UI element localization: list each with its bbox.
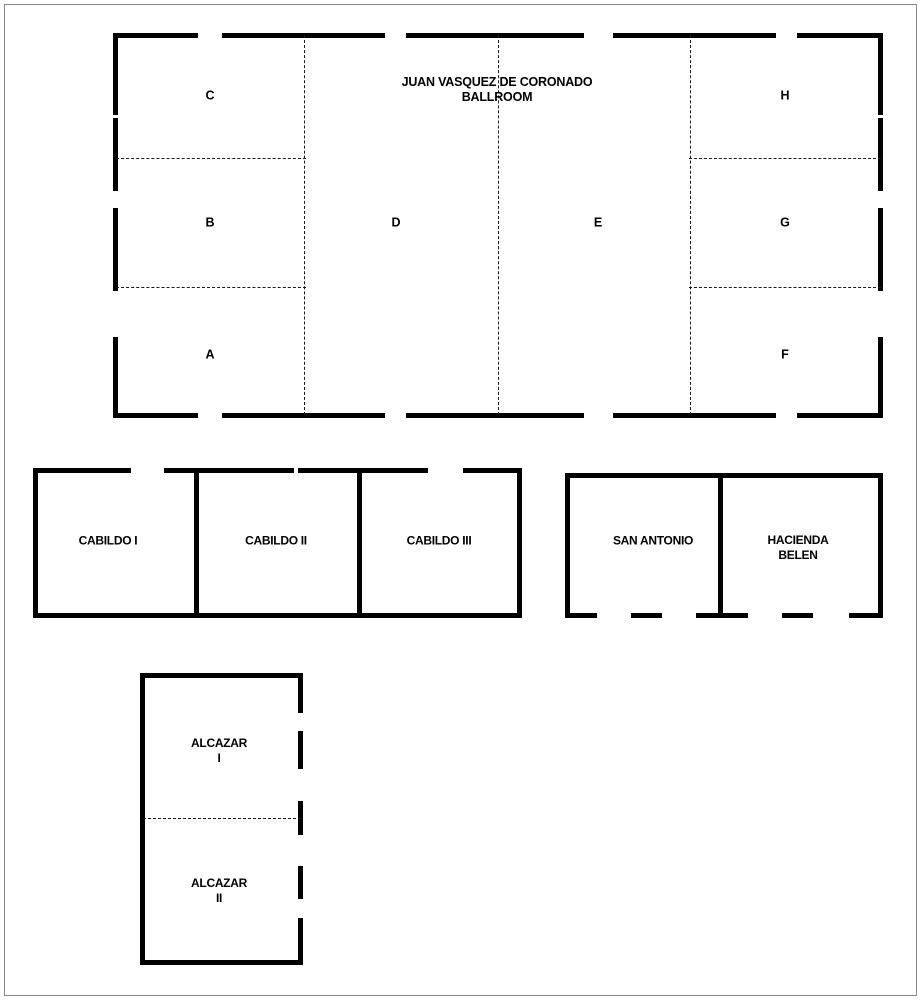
- alcazar-top-wall: [140, 673, 303, 678]
- ballroom-bottom-wall-segment-4: [613, 413, 776, 418]
- ballroom-right-wall-segment-4: [878, 337, 883, 418]
- ballroom-right-wall-segment-3: [878, 208, 883, 291]
- ballroom-bottom-wall-segment-2: [222, 413, 385, 418]
- ballroom-left-wall-segment-1: [113, 33, 118, 115]
- ballroom-left-wall-segment-3: [113, 208, 118, 291]
- ballroom-section-label-e: E: [593, 215, 603, 230]
- east-suite-bottom-wall-segment-2: [631, 613, 662, 618]
- ballroom-top-wall-segment-5: [797, 33, 883, 38]
- east-suite-left-wall: [565, 473, 570, 618]
- ballroom-partition-horizontal-right-upper: [689, 158, 881, 159]
- ballroom-bottom-wall-segment-1: [113, 413, 198, 418]
- cabildo-3-label: CABILDO III: [406, 533, 472, 548]
- ballroom-top-wall-segment-3: [406, 33, 584, 38]
- ballroom-partition-vertical-1: [304, 35, 305, 415]
- ballroom-left-wall-segment-4: [113, 337, 118, 418]
- cabildo-divider-2: [357, 468, 362, 618]
- alcazar-right-wall-segment-5: [298, 918, 303, 965]
- ballroom-section-label-c: C: [205, 88, 215, 103]
- ballroom-top-wall-segment-4: [613, 33, 776, 38]
- alcazar-right-wall-segment-1: [298, 673, 303, 713]
- hacienda-belen-label: HACIENDA BELEN: [767, 533, 829, 562]
- east-suite-right-wall: [878, 473, 883, 618]
- ballroom-title-line-1: JUAN VASQUEZ DE CORONADO: [401, 75, 593, 89]
- ballroom-partition-vertical-2: [498, 35, 499, 415]
- cabildo-2-label: CABILDO II: [245, 533, 307, 548]
- alcazar-right-wall-segment-2: [298, 731, 303, 769]
- ballroom-partition-horizontal-left-upper: [116, 158, 306, 159]
- ballroom-partition-horizontal-right-lower: [689, 287, 881, 288]
- ballroom-top-wall-segment-2: [222, 33, 385, 38]
- east-suite-bottom-wall-segment-4: [782, 613, 813, 618]
- ballroom-section-label-f: F: [781, 347, 789, 362]
- alcazar-left-wall: [140, 673, 145, 965]
- alcazar-partition-horizontal: [143, 818, 301, 819]
- ballroom-partition-vertical-3: [690, 35, 691, 415]
- page-border: [4, 4, 917, 996]
- cabildo-1-label: CABILDO I: [78, 533, 138, 548]
- alcazar-right-wall-segment-4: [298, 866, 303, 899]
- east-suite-top-wall: [565, 473, 883, 478]
- ballroom-section-label-a: A: [205, 347, 215, 362]
- cabildo-right-wall: [517, 468, 522, 618]
- east-suite-divider: [718, 473, 723, 618]
- ballroom-section-label-b: B: [205, 215, 215, 230]
- cabildo-top-wall-segment-3: [298, 468, 428, 473]
- ballroom-section-label-g: G: [780, 215, 790, 230]
- cabildo-top-wall-segment-2: [164, 468, 294, 473]
- cabildo-divider-1: [194, 468, 199, 618]
- ballroom-section-label-h: H: [780, 88, 790, 103]
- ballroom-section-label-d: D: [391, 215, 401, 230]
- east-suite-bottom-wall-segment-1: [565, 613, 597, 618]
- alcazar-1-label: ALCAZAR I: [191, 736, 247, 765]
- cabildo-bottom-wall: [33, 613, 522, 618]
- ballroom-right-wall-segment-2: [878, 118, 883, 191]
- east-suite-bottom-wall-segment-5: [849, 613, 883, 618]
- ballroom-top-wall-segment-1: [113, 33, 198, 38]
- ballroom-bottom-wall-segment-5: [797, 413, 883, 418]
- san-antonio-label: SAN ANTONIO: [612, 533, 694, 548]
- alcazar-bottom-wall: [140, 960, 303, 965]
- cabildo-top-wall-segment-1: [33, 468, 131, 473]
- alcazar-2-label: ALCAZAR II: [191, 876, 247, 905]
- ballroom-partition-horizontal-left-lower: [116, 287, 306, 288]
- cabildo-left-wall: [33, 468, 38, 618]
- ballroom-bottom-wall-segment-3: [406, 413, 584, 418]
- ballroom-left-wall-segment-2: [113, 118, 118, 191]
- cabildo-top-wall-segment-4: [463, 468, 522, 473]
- ballroom-right-wall-segment-1: [878, 33, 883, 115]
- ballroom-title-line-2: BALLROOM: [461, 90, 533, 104]
